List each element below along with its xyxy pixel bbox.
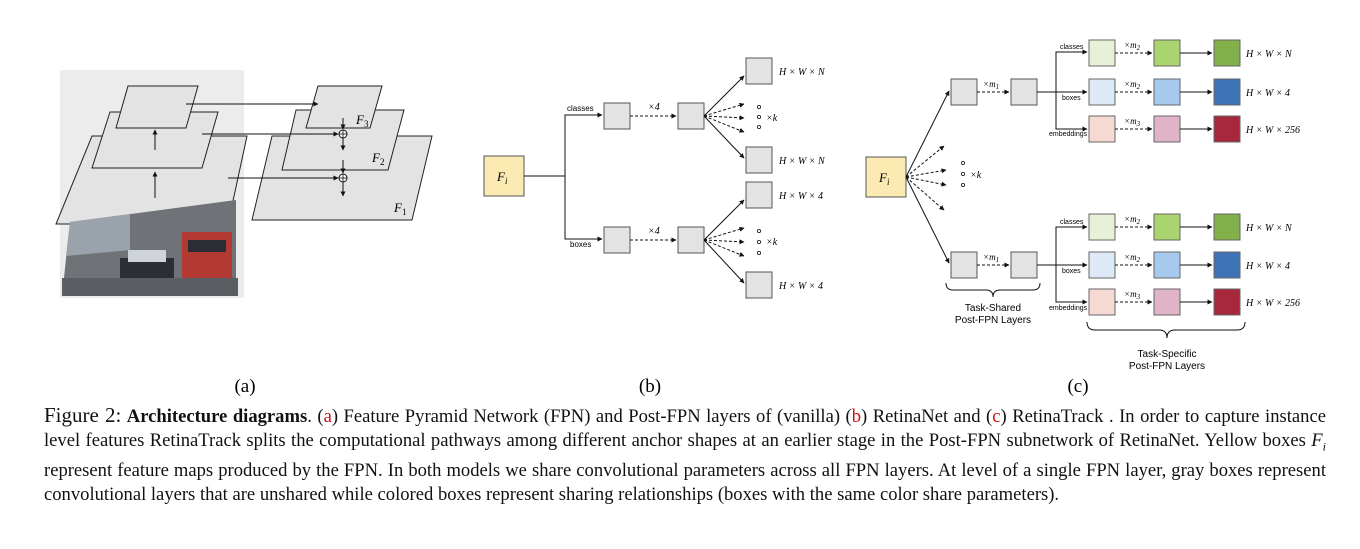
ref-b-link[interactable]: b <box>851 406 862 427</box>
figure-label: Figure 2: <box>44 403 122 427</box>
head-row-boxes: ×m2 H × W × 4 <box>1088 251 1290 279</box>
fi-symbol: Fi <box>1311 429 1326 454</box>
panel-c-label: (c) <box>1067 376 1088 397</box>
branch-label-boxes: boxes <box>570 240 591 249</box>
panel-b-retinanet: Fi classes boxes ×4 ×4 ×k ×k <box>483 57 826 397</box>
ref-a-link[interactable]: a <box>323 406 332 427</box>
fi-box <box>483 155 525 197</box>
layer-label-f1: F1 <box>393 200 406 217</box>
output-shape: H × W × 4 <box>778 191 823 202</box>
conv-box <box>603 102 631 130</box>
output-box <box>745 271 773 299</box>
svg-text:×m2: ×m2 <box>1124 79 1141 91</box>
svg-text:×m3: ×m3 <box>1124 116 1141 128</box>
output-box <box>745 57 773 85</box>
task-specific-label: Post-FPN Layers <box>1129 361 1205 372</box>
head-label-boxes: boxes <box>1062 268 1081 275</box>
panel-c-retinatrack: Fi ×k ×m1 ×m1 classes boxes embeddings <box>865 39 1300 397</box>
head-row-classes: ×m2 H × W × N <box>1088 39 1293 67</box>
task-specific-label: Task-Specific <box>1138 349 1197 360</box>
head-label-boxes: boxes <box>1062 95 1081 102</box>
fpn-left-plane-3 <box>115 85 199 129</box>
svg-text:H × W × N: H × W × N <box>1245 49 1293 60</box>
layer-label-f3: F3 <box>355 112 369 129</box>
svg-text:Fi: Fi <box>878 170 890 187</box>
repeat-label: ×4 <box>648 226 660 237</box>
panel-b-label: (b) <box>639 376 661 397</box>
task-shared-brace <box>945 282 1041 298</box>
svg-text:×m2: ×m2 <box>1124 40 1141 52</box>
task-specific-brace <box>1086 321 1246 339</box>
fpn-right-plane-3 <box>305 85 383 129</box>
svg-text:×m2: ×m2 <box>1124 252 1141 264</box>
shared-repeat: ×m1 <box>983 79 999 91</box>
svg-text:H × W × N: H × W × N <box>1245 223 1293 234</box>
svg-text:×m3: ×m3 <box>1124 289 1141 301</box>
panel-a-fpn: F3 F2 F1 (a) <box>55 70 433 397</box>
figure-caption: Figure 2: Architecture diagrams. (a) Fea… <box>44 403 1326 505</box>
head-label-classes: classes <box>1060 44 1084 51</box>
conv-box <box>677 102 705 130</box>
shared-conv-box <box>1010 78 1038 106</box>
repeat-label: ×4 <box>648 102 660 113</box>
shared-conv-box <box>950 251 978 279</box>
branch-label-classes: classes <box>567 104 594 113</box>
svg-text:H × W × 256: H × W × 256 <box>1245 125 1300 136</box>
head-label-embeddings: embeddings <box>1049 131 1088 138</box>
svg-text:Fi: Fi <box>496 169 508 186</box>
shared-conv-box <box>1010 251 1038 279</box>
output-shape: H × W × 4 <box>778 281 823 292</box>
svg-text:H × W × 4: H × W × 4 <box>1245 261 1290 272</box>
task-shared-label: Post-FPN Layers <box>955 315 1031 326</box>
output-box <box>745 181 773 209</box>
conv-box <box>603 226 631 254</box>
svg-text:H × W × 256: H × W × 256 <box>1245 298 1300 309</box>
head-label-embeddings: embeddings <box>1049 305 1088 312</box>
architecture-figure: F3 F2 F1 (a) Fi classes boxes ×4 ×4 ×k <box>55 39 1300 397</box>
street-scene-image <box>62 200 238 296</box>
ellipsis-k: ×k <box>766 237 778 248</box>
svg-text:×m2: ×m2 <box>1124 214 1141 226</box>
fi-box <box>865 156 907 198</box>
output-shape: H × W × N <box>778 67 826 78</box>
svg-text:H × W × 4: H × W × 4 <box>1245 88 1290 99</box>
ellipsis-k: ×k <box>766 113 778 124</box>
output-shape: H × W × N <box>778 156 826 167</box>
layer-label-f2: F2 <box>371 150 384 167</box>
shared-repeat: ×m1 <box>983 252 999 264</box>
conv-box <box>677 226 705 254</box>
caption-title: Architecture diagrams <box>126 406 308 427</box>
head-row-boxes: ×m2 H × W × 4 <box>1088 78 1290 106</box>
panel-a-label: (a) <box>234 376 255 397</box>
ellipsis-k: ×k <box>970 170 982 181</box>
head-row-embeddings: ×m3 H × W × 256 <box>1088 115 1300 143</box>
shared-conv-box <box>950 78 978 106</box>
head-row-embeddings: ×m3 H × W × 256 <box>1088 288 1300 316</box>
output-box <box>745 146 773 174</box>
head-row-classes: ×m2 H × W × N <box>1088 213 1293 241</box>
task-shared-label: Task-Shared <box>965 303 1021 314</box>
head-label-classes: classes <box>1060 219 1084 226</box>
ref-c-link[interactable]: c <box>992 406 1001 427</box>
